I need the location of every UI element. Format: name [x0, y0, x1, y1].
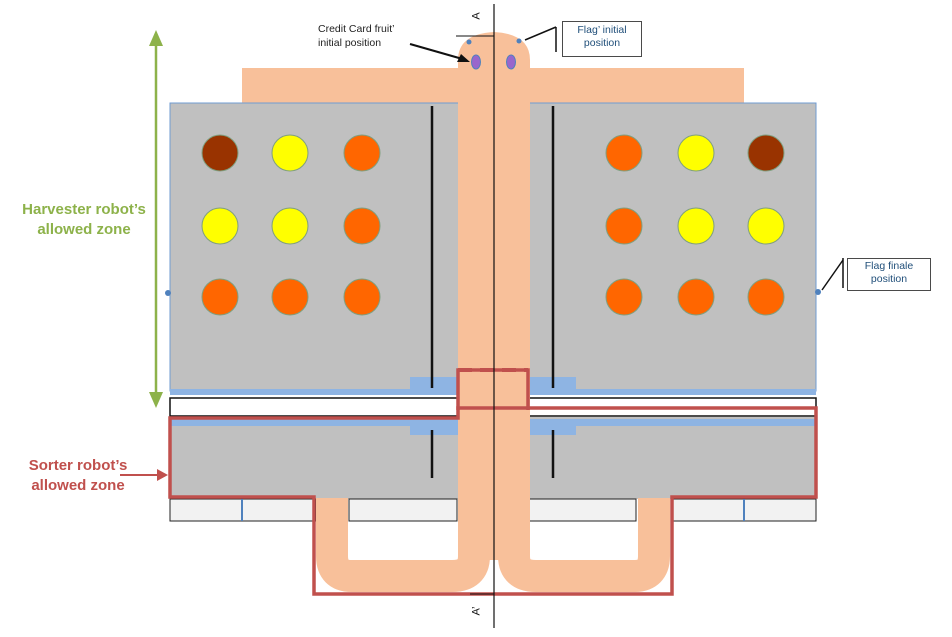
harvester-zone-label-line1: Harvester robot’s — [22, 201, 146, 218]
fruit-left-r2-c2 — [271, 207, 309, 245]
fruit-right-r3-c1 — [605, 278, 643, 316]
fruit-initial-marker-right — [506, 54, 516, 70]
sorter-zone-label-line2: allowed zone — [31, 477, 125, 494]
harvester-arrow-head-top — [149, 30, 163, 46]
fruit-initial-marker-left — [471, 54, 481, 70]
bin-3 — [348, 498, 458, 522]
fruit-left-r3-c2 — [271, 278, 309, 316]
left-u-loop — [316, 498, 490, 592]
right-u-loop — [498, 498, 670, 592]
fruit-right-r2-c3 — [747, 207, 785, 245]
fruit-right-r1-c3 — [747, 134, 785, 172]
left-connector-top — [410, 377, 458, 395]
flag-final-marker-right — [815, 289, 821, 295]
section-label-bottom: A’ — [470, 606, 483, 616]
bin-2 — [241, 498, 317, 522]
bin-6 — [743, 498, 817, 522]
right-lower-blue-strip — [528, 419, 816, 426]
sorter-zone-label-line1: Sorter robot’s — [28, 457, 128, 474]
section-label-top: A — [470, 12, 483, 20]
fruit-initial-label-line1: Credit Card fruit’ — [318, 23, 395, 35]
fruit-right-r1-c2 — [677, 134, 715, 172]
fruit-right-r3-c3 — [747, 278, 785, 316]
flag-final-pointer — [821, 259, 844, 291]
flag-final-marker-left — [165, 290, 171, 296]
left-white-band — [169, 397, 461, 417]
harvester-arrow-head-bottom — [149, 392, 163, 408]
flag-initial-label-line1: Flag’ initial — [577, 24, 627, 36]
fruit-left-r1-c3 — [343, 134, 381, 172]
fruit-right-r1-c1 — [605, 134, 643, 172]
flag-final-label-line2: position — [870, 273, 908, 285]
left-connector-bottom — [410, 419, 458, 435]
fruit-left-r1-c1 — [201, 134, 239, 172]
fruit-left-r1-c2 — [271, 134, 309, 172]
right-blue-strip — [528, 389, 816, 395]
fruit-right-r2-c2 — [677, 207, 715, 245]
fruit-grids — [201, 134, 785, 316]
fruit-left-r2-c1 — [201, 207, 239, 245]
left-blue-strip — [170, 389, 460, 395]
left-lower-blue-strip — [170, 419, 460, 426]
harvester-zone-label-line2: allowed zone — [37, 221, 131, 238]
fruit-initial-label: Credit Card fruit’ initial position — [318, 22, 418, 50]
fruit-left-r2-c3 — [343, 207, 381, 245]
flag-final-label-line1: Flag finale — [864, 260, 914, 272]
sorter-zone-label: Sorter robot’s allowed zone — [8, 456, 148, 496]
fruit-left-r3-c1 — [201, 278, 239, 316]
bin-5 — [671, 498, 745, 522]
flag-initial-label-line2: position — [583, 37, 621, 49]
bin-1 — [169, 498, 243, 522]
fruit-pointer — [409, 42, 467, 62]
flag-initial-marker-left — [466, 39, 472, 45]
sorter-arrow-head — [157, 469, 168, 481]
flag-initial-pointer — [524, 26, 557, 41]
harvester-zone-label: Harvester robot’s allowed zone — [14, 200, 154, 240]
fruit-right-r3-c2 — [677, 278, 715, 316]
fruit-left-r3-c3 — [343, 278, 381, 316]
fruit-initial-label-line2: initial position — [318, 37, 382, 49]
flag-final-label: Flag finale position — [847, 258, 931, 291]
bin-4 — [527, 498, 637, 522]
flag-initial-label: Flag’ initial position — [562, 21, 642, 57]
flag-initial-marker-right — [516, 38, 522, 44]
fruit-right-r2-c1 — [605, 207, 643, 245]
fruit-pointer-head — [457, 54, 470, 62]
right-connector-bottom — [530, 419, 576, 435]
